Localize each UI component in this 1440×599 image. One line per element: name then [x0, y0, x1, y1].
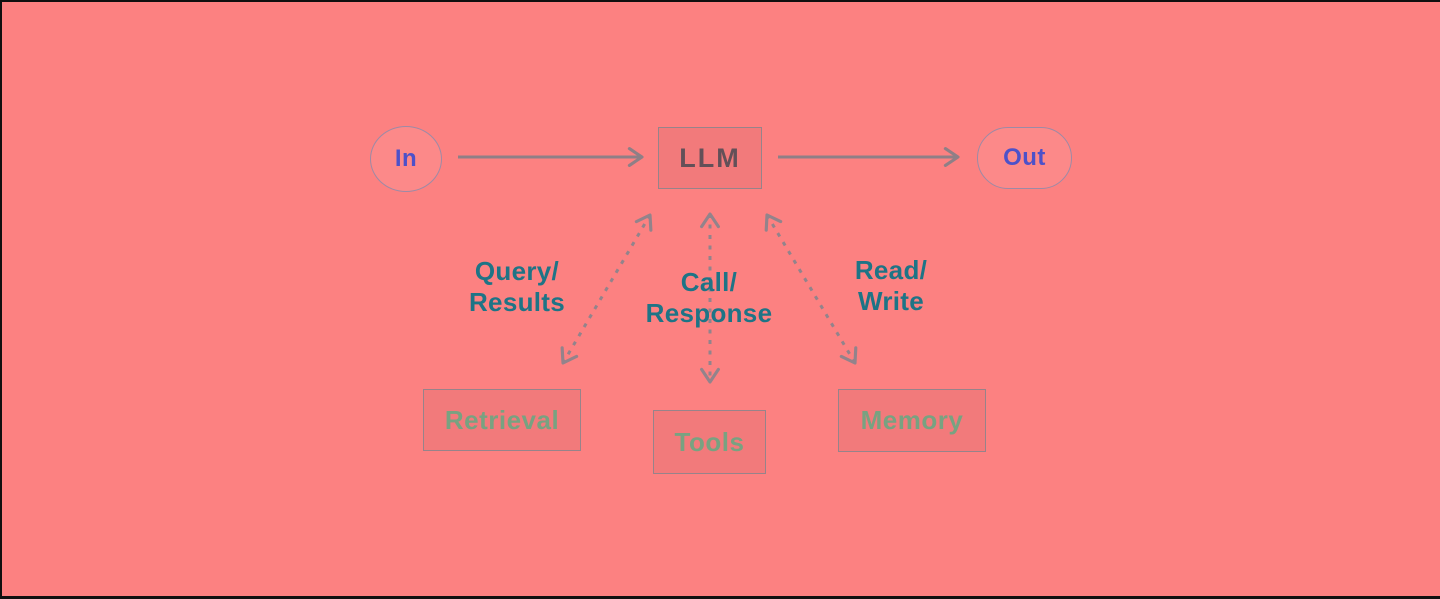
screen-edge-bar-top: [0, 0, 1440, 2]
node-llm: LLM: [658, 127, 762, 189]
node-tools-label: Tools: [674, 426, 745, 457]
edge-label-call-response: Call/ Response: [645, 267, 773, 328]
node-out-label: Out: [1003, 144, 1046, 171]
node-llm-label: LLM: [679, 142, 741, 173]
node-memory: Memory: [838, 389, 986, 452]
edge-label-query-results: Query/ Results: [468, 256, 566, 317]
node-retrieval-label: Retrieval: [444, 404, 560, 435]
node-in: In: [370, 126, 442, 192]
screen-edge-bar-left: [0, 0, 2, 599]
arrow-llm-retrieval-dashed: [560, 213, 653, 365]
node-in-label: In: [394, 145, 418, 172]
arrow-llm-memory-dashed: [764, 213, 858, 365]
node-retrieval: Retrieval: [423, 389, 581, 451]
edge-label-read-write: Read/ Write: [854, 255, 928, 316]
screen-edge-bar-bottom: [0, 596, 1440, 599]
node-out: Out: [977, 127, 1072, 189]
node-tools: Tools: [653, 410, 766, 474]
node-memory-label: Memory: [860, 405, 964, 435]
